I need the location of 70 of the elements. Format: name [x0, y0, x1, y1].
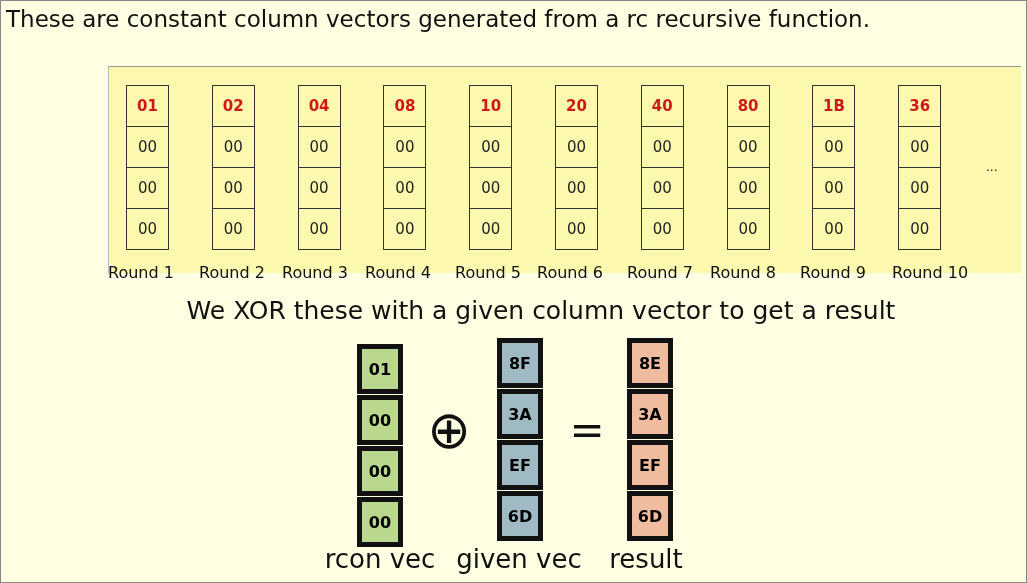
description-text: We XOR these with a given column vector to get a result	[186, 296, 896, 325]
ellipsis: ...	[986, 160, 998, 174]
vector-cell: 02	[211, 85, 255, 127]
round-label: Round 4	[365, 263, 431, 282]
vector-cell: 00	[357, 497, 403, 547]
vector-cell: 00	[383, 167, 427, 209]
vector-cell: 6D	[627, 491, 673, 541]
vector-cell: 00	[640, 126, 684, 168]
vector-cell: 00	[211, 167, 255, 209]
vector-cell: 00	[555, 208, 598, 250]
vector-cell: 00	[469, 208, 513, 250]
vector-cell: 00	[126, 208, 169, 250]
title-text: These are constant column vectors generated from a rc recursive function.	[6, 6, 870, 32]
vector-cell: 6D	[497, 491, 543, 541]
vector-cell: 00	[555, 167, 598, 209]
vector-cell: 00	[469, 167, 513, 209]
vector-cell: 36	[898, 85, 942, 127]
vector-cell: 00	[383, 208, 427, 250]
vector-cell: 00	[898, 167, 942, 209]
vector-cell: 00	[640, 167, 684, 209]
vector-cell: 08	[383, 85, 427, 127]
vector-cell: 3A	[627, 389, 673, 439]
round-label: Round 10	[892, 263, 969, 282]
round-label: Round 6	[537, 263, 603, 282]
equals-sign: =	[569, 405, 605, 454]
vector-cell: 00	[898, 126, 942, 168]
vector-cell: 00	[357, 395, 403, 445]
vector-cell: 00	[297, 167, 341, 209]
vector-cell: 00	[383, 126, 427, 168]
vector-cell: 3A	[497, 389, 543, 439]
vector-cell: 1B	[812, 85, 856, 127]
vector-cell: 8F	[497, 338, 543, 388]
vector-cell: 00	[357, 446, 403, 496]
vector-cell: 00	[812, 126, 856, 168]
vector-cell: 04	[297, 85, 341, 127]
vector-cell: 00	[211, 208, 255, 250]
vector-caption: result	[609, 544, 683, 574]
vector-cell: 80	[726, 85, 770, 127]
round-label: Round 5	[455, 263, 521, 282]
round-label: Round 9	[800, 263, 866, 282]
vector-cell: EF	[627, 440, 673, 490]
xor-symbol: ⊕	[427, 400, 471, 460]
round-label: Round 7	[627, 263, 693, 282]
round-label: Round 1	[108, 263, 174, 282]
vector-cell: 20	[555, 85, 598, 127]
vector-cell: 01	[126, 85, 169, 127]
vector-cell: 00	[126, 126, 169, 168]
vector-caption: given vec	[456, 544, 582, 574]
vector-cell: 00	[555, 126, 598, 168]
vector-cell: 00	[126, 167, 169, 209]
vector-cell: 00	[726, 126, 770, 168]
vector-cell: 10	[469, 85, 513, 127]
vector-cell: 00	[726, 167, 770, 209]
vector-cell: 00	[812, 167, 856, 209]
round-label: Round 3	[282, 263, 348, 282]
vector-caption: rcon vec	[324, 544, 436, 574]
vector-cell: 00	[812, 208, 856, 250]
vector-cell: 00	[726, 208, 770, 250]
vector-cell: 00	[640, 208, 684, 250]
vector-cell: 00	[297, 208, 341, 250]
vector-cell: 00	[297, 126, 341, 168]
vector-cell: EF	[497, 440, 543, 490]
vector-cell: 01	[357, 344, 403, 394]
vector-cell: 00	[469, 126, 513, 168]
vector-cell: 40	[640, 85, 684, 127]
vector-cell: 00	[898, 208, 942, 250]
round-label: Round 8	[710, 263, 776, 282]
vector-cell: 00	[211, 126, 255, 168]
round-label: Round 2	[199, 263, 265, 282]
vector-cell: 8E	[627, 338, 673, 388]
